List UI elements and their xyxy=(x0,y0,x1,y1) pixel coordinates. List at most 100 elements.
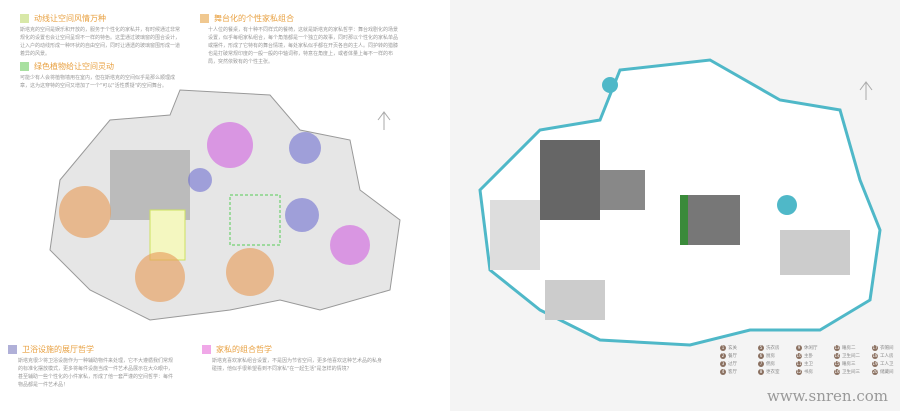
note-body: 十人位的餐桌，有十种不同样式的餐椅，这就是斯塔克的家私哲学：舞台戏剧化的场景设置… xyxy=(208,27,399,65)
legend-number: 16 xyxy=(834,369,840,375)
note-bathroom: 卫浴设施的展厅哲学斯塔克很少将卫浴设施作为一种辅助物件来处理，它不大遵循我们常规… xyxy=(8,345,173,389)
plant-wall xyxy=(680,195,688,245)
legend-label: 休闲厅 xyxy=(804,346,818,351)
zone-circle-purple xyxy=(188,168,212,192)
note-title: 动线让空间风情万种 xyxy=(34,13,106,23)
legend-label: 客厅 xyxy=(728,370,737,375)
legend-label: 卫生间三 xyxy=(842,370,860,375)
legend-number: 4 xyxy=(720,369,726,375)
bathtub xyxy=(602,77,618,93)
service-core xyxy=(680,195,740,245)
legend-number: 7 xyxy=(758,361,764,367)
north-arrow-icon xyxy=(377,111,391,130)
legend-number: 2 xyxy=(720,353,726,359)
legend-number: 13 xyxy=(834,345,840,351)
zone-circle-pink xyxy=(207,122,253,168)
legend-label: 洗衣房 xyxy=(766,346,780,351)
note-furniture-combo: 家私的组合哲学斯塔克喜欢家私组合设置，不是因为节省空间，更多他喜欢这种艺术品的私… xyxy=(202,345,382,373)
note-circulation: 动线让空间风情万种斯塔克的空间是娱乐和开放的，服务于个性化的家私并，有时候通过非… xyxy=(20,14,180,58)
bullet-square xyxy=(8,345,17,354)
master-bedroom xyxy=(780,230,850,275)
bullet-square xyxy=(202,345,211,354)
legend-label: 玄关 xyxy=(728,346,737,351)
note-body: 斯塔克很少将卫浴设施作为一种辅助物件来处理，它不大遵循我们常规的标准化摆放模式，… xyxy=(18,358,174,388)
legend-label: 餐厅 xyxy=(728,354,737,359)
legend-number: 8 xyxy=(758,369,764,375)
note-title: 绿色植物给让空间灵动 xyxy=(34,61,114,71)
legend-label: 睡房三 xyxy=(842,362,856,367)
legend-number: 6 xyxy=(758,353,764,359)
zone-circle-orange xyxy=(226,248,274,296)
legend-number: 3 xyxy=(720,361,726,367)
north-arrow-icon xyxy=(859,81,873,100)
legend-number: 20 xyxy=(872,369,878,375)
bullet-square xyxy=(20,62,29,71)
legend-label: 主卫 xyxy=(804,362,813,367)
note-body: 斯塔克喜欢家私组合设置，不是因为节省空间，更多他喜欢这种艺术品的私身碰撞，他似乎… xyxy=(212,358,383,372)
elevator-core xyxy=(600,170,645,210)
legend-label: 卫生间二 xyxy=(842,354,860,359)
plant-wall-zone xyxy=(229,194,281,246)
legend-label: 书房 xyxy=(804,370,813,375)
watermark: www.snren.com xyxy=(767,387,888,405)
zone-circle-pink xyxy=(330,225,370,265)
note-title: 舞台化的个性家私组合 xyxy=(214,13,294,23)
note-body: 可能少有人会将植物墙用在室内，但在斯塔克的空间似乎是那么顺理成章，这为这穿特的空… xyxy=(20,75,176,89)
note-body: 斯塔克的空间是娱乐和开放的，服务于个性化的家私并，有时候通过非常规化的设置也会让… xyxy=(20,27,181,57)
note-plants: 绿色植物给让空间灵动可能少有人会将植物墙用在室内，但在斯塔克的空间似乎是那么顺理… xyxy=(20,62,180,90)
zone-circle-orange xyxy=(135,252,185,302)
bathtub xyxy=(777,195,797,215)
legend-number: 11 xyxy=(796,361,802,367)
living-room xyxy=(545,280,605,320)
zone-circle-purple xyxy=(289,132,321,164)
dining-room xyxy=(490,200,540,270)
note-title: 卫浴设施的展厅哲学 xyxy=(22,344,94,354)
zoning-floor-plan xyxy=(49,89,401,321)
legend-label: 睡房二 xyxy=(842,346,856,351)
core-block xyxy=(110,150,190,220)
legend-number: 18 xyxy=(872,353,878,359)
legend-label: 工人房 xyxy=(880,354,894,359)
note-furniture-stage: 舞台化的个性家私组合十人位的餐桌，有十种不同样式的餐椅，这就是斯塔克的家私哲学：… xyxy=(200,14,400,66)
note-title: 家私的组合哲学 xyxy=(216,344,272,354)
zone-circle-orange xyxy=(59,186,111,238)
legend-label: 衣帽间 xyxy=(880,346,894,351)
bullet-square xyxy=(20,14,29,23)
legend-number: 14 xyxy=(834,353,840,359)
legend-label: 更衣室 xyxy=(766,370,780,375)
stair-core xyxy=(540,140,600,220)
legend-number: 9 xyxy=(796,345,802,351)
legend-number: 17 xyxy=(872,345,878,351)
legend-number: 19 xyxy=(872,361,878,367)
bullet-square xyxy=(200,14,209,23)
legend-label: 厨房 xyxy=(766,354,775,359)
furnished-floor-plan xyxy=(478,58,882,347)
legend-label: 储藏间 xyxy=(880,370,894,375)
legend-number: 5 xyxy=(758,345,764,351)
zoning-diagram-panel: 动线让空间风情万种斯塔克的空间是娱乐和开放的，服务于个性化的家私并，有时候通过非… xyxy=(8,14,401,389)
legend-number: 1 xyxy=(720,345,726,351)
legend-label: 工人卫 xyxy=(880,362,894,367)
legend-number: 12 xyxy=(796,369,802,375)
